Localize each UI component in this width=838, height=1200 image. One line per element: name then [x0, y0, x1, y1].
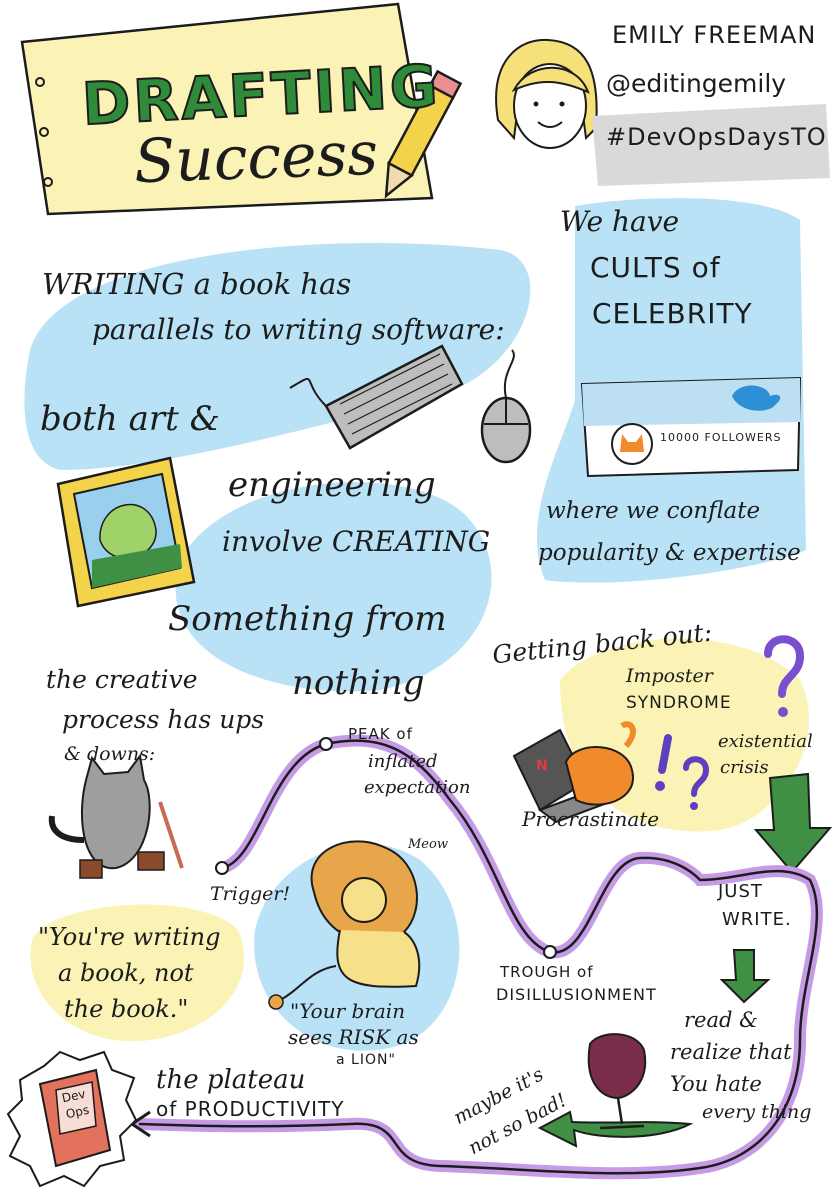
existential-line2: crisis [720, 757, 769, 778]
read-line2: realize that [670, 1040, 792, 1064]
writing-note-line2: parallels to writing software: [92, 313, 505, 346]
card-hole [43, 177, 53, 187]
yellow-blob-quote [30, 904, 245, 1042]
blue-blob-writing [24, 243, 531, 470]
hiking-cat-icon [48, 753, 184, 879]
peak-label-line1: PEAK of [348, 725, 413, 743]
quote-book-line2: a book, not [58, 959, 194, 987]
cults-note-line1: We have [560, 205, 680, 238]
quote-book-line3: the book." [64, 995, 189, 1023]
cults-note-line5: popularity & expertise [538, 540, 801, 566]
blue-blob-creating [175, 482, 492, 692]
card-hole [39, 127, 49, 137]
peak-dot [319, 737, 333, 751]
twitter-card-icon [580, 376, 802, 478]
trigger-label: Trigger! [210, 883, 291, 905]
speaker-handle: @editingemily [606, 69, 787, 98]
art-note-line3: involve CREATING [222, 525, 491, 558]
imposter-line2: SYNDROME [626, 693, 732, 713]
just-write-line1: JUST [718, 881, 763, 902]
portrait-frame-icon [56, 456, 196, 608]
exclamation-icon [655, 734, 672, 791]
trough-label-line1: TROUGH of [500, 963, 594, 981]
trough-dot [543, 945, 557, 959]
cults-note-line3: CELEBRITY [592, 297, 753, 330]
green-arrow-down-icon [753, 772, 833, 874]
peak-label-line2: inflated [368, 751, 438, 772]
trigger-dot [215, 861, 229, 875]
procrastinate-label: Procrastinate [522, 807, 660, 831]
trough-label-line2: DISILLUSIONMENT [496, 985, 657, 1004]
pencil-icon [384, 69, 463, 199]
green-arrow-left-icon [537, 1110, 694, 1148]
keyboard-icon [289, 344, 464, 450]
devops-book-icon [6, 1050, 138, 1188]
read-line4: every thing [702, 1101, 812, 1123]
speaker-hashtag: #DevOpsDaysTO [606, 123, 827, 151]
followers-count: 10000 FOLLOWERS [660, 431, 782, 444]
quote-book-line1: "You're writing [38, 923, 221, 951]
speaker-face-icon [495, 38, 598, 149]
cults-note-line2: CULTS of [590, 251, 721, 284]
meow-label: Meow [408, 837, 448, 852]
cults-note-line4: where we conflate [546, 498, 761, 524]
mouse-icon [480, 349, 532, 464]
creative-note-line3: & downs: [64, 743, 156, 765]
lion-icon [268, 840, 421, 1010]
peak-label-line3: expectation [364, 777, 471, 798]
creative-note-line1: the creative [46, 665, 198, 694]
title-success: Success [132, 118, 380, 198]
lion-quote-line1: "Your brain [290, 999, 406, 1023]
lion-quote-line2: sees RISK as [288, 1025, 419, 1049]
art-note-line4: Something from [168, 599, 447, 639]
speaker-name: EMILY FREEMAN [612, 21, 817, 49]
art-note-line5: nothing [292, 663, 425, 703]
read-line1: read & [684, 1008, 758, 1032]
just-write-line2: WRITE. [722, 909, 792, 930]
imposter-line1: Imposter [626, 665, 713, 687]
process-curve-line [138, 739, 819, 1175]
plateau-label-line2: of PRODUCTIVITY [156, 1097, 345, 1121]
creative-note-line2: process has ups [62, 705, 265, 734]
wine-glass-icon [587, 1033, 647, 1130]
card-hole [35, 77, 45, 87]
existential-line1: existential [718, 731, 813, 752]
question-mark-icon [764, 635, 805, 717]
laptop-screen-letter: N [536, 758, 548, 774]
plateau-label-line1: the plateau [156, 1065, 306, 1095]
art-note-line1: both art & [40, 399, 220, 439]
laptop-cat-icon [512, 721, 636, 824]
title-card [20, 2, 434, 216]
small-question-icon [683, 756, 710, 810]
art-note-line2: engineering [228, 465, 436, 505]
read-line3: You hate [670, 1072, 762, 1096]
lion-quote-line3: a LION" [336, 1052, 396, 1068]
green-arrow-small-icon [719, 949, 771, 1004]
hashtag-background [592, 104, 830, 186]
writing-note-line1: WRITING a book has [42, 267, 352, 301]
